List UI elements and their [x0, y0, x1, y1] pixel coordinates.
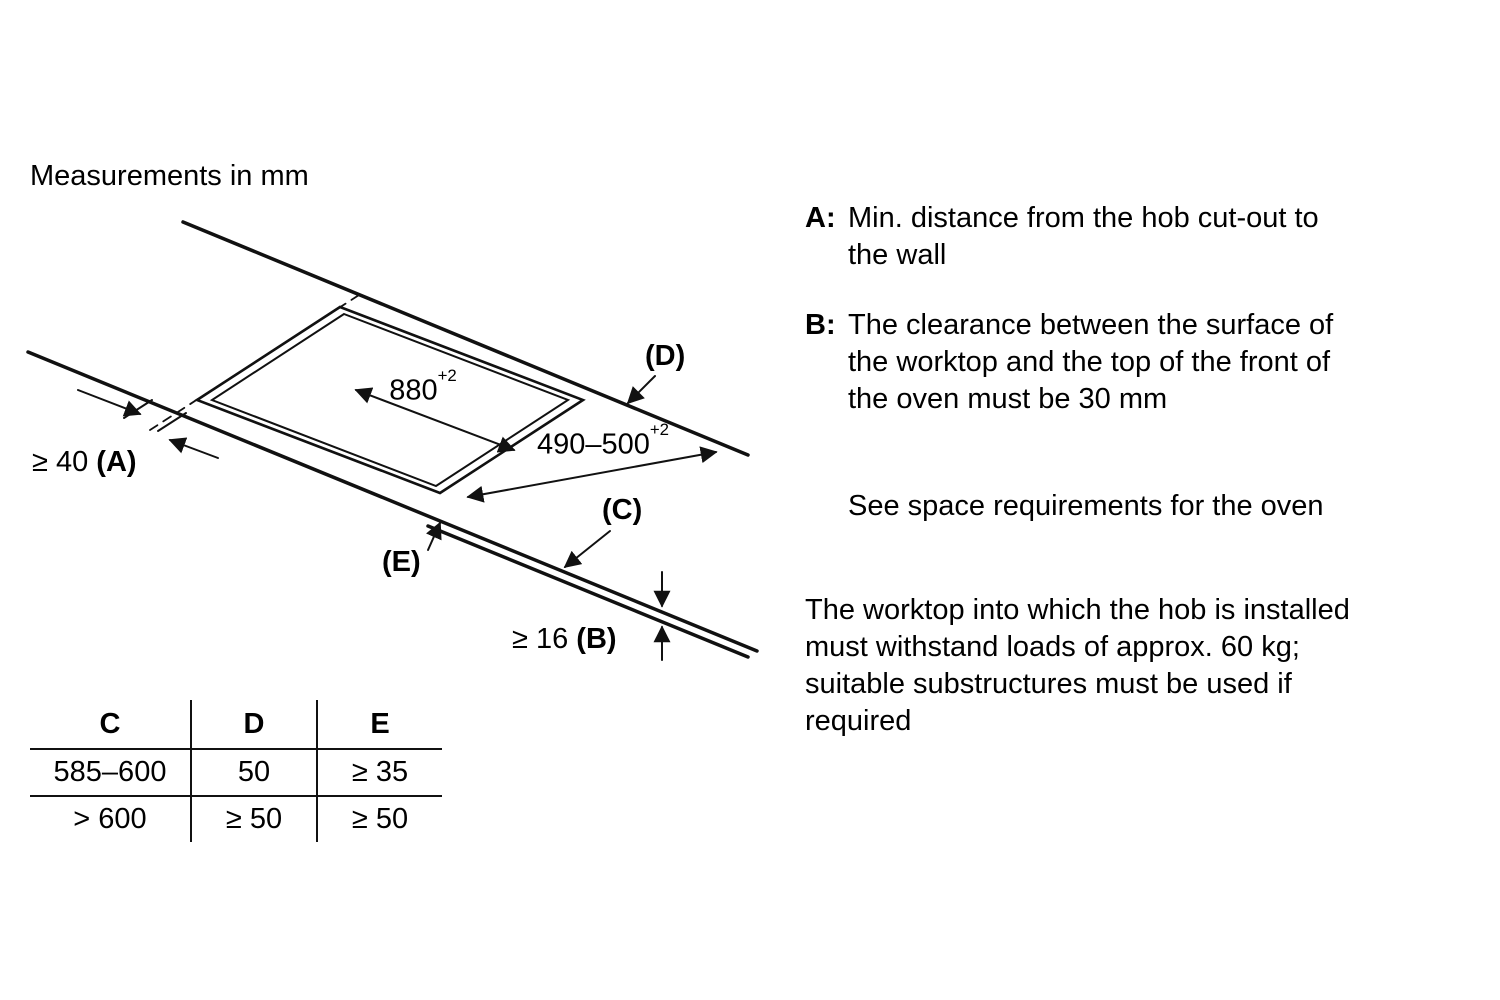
note-a-text: Min. distance from the hob cut-out to th… — [848, 202, 1319, 271]
table-cell-r1c3: ≥ 35 — [318, 750, 442, 797]
cutout-edge-extension-dashed — [149, 294, 360, 431]
dim-a-arrow-left — [77, 389, 142, 417]
label-d: (D) — [645, 340, 686, 372]
label-e: (E) — [382, 546, 421, 578]
page-title: Measurements in mm — [30, 160, 309, 192]
dim-b-label: ≥ 16 (B) — [512, 623, 617, 656]
table-cell-r2c2: ≥ 50 — [190, 797, 318, 842]
dim-a-tick-2 — [157, 412, 187, 432]
label-c: (C) — [602, 494, 643, 526]
note-oven-space-text: See space requirements for the oven — [848, 490, 1324, 522]
note-a: A: Min. distance from the hob cut-out to… — [805, 200, 1485, 274]
label-d-arrow — [626, 375, 656, 405]
table-header-d: D — [190, 700, 318, 750]
table-cell-r1c1: 585–600 — [30, 750, 190, 797]
dim-880-tolerance: +2 — [437, 365, 457, 385]
dim-a-arrow-right — [168, 437, 219, 459]
label-c-arrow — [563, 530, 611, 569]
table-cell-r2c1: > 600 — [73, 803, 147, 835]
note-oven-space: See space requirements for the oven — [805, 488, 1485, 525]
worktop-load-note: The worktop into which the hob is instal… — [805, 594, 1350, 737]
dim-880-label: 880+2 — [368, 366, 478, 408]
note-a-key: A: — [805, 202, 836, 234]
dim-490-500-tolerance: +2 — [649, 419, 670, 439]
dim-b-key: (B) — [576, 623, 617, 655]
dim-a-tick-1 — [123, 399, 153, 419]
dim-a-label: ≥ 40 (A) — [32, 446, 137, 479]
note-b-text: The clearance between the surface of the… — [848, 309, 1334, 415]
table-cell-r2c3: ≥ 50 — [351, 803, 409, 835]
clearance-table: C D E 585–600 50 ≥ 35 > 600 ≥ 50 ≥ 50 — [30, 700, 442, 842]
dim-490-500-label: 490–500+2 — [518, 420, 688, 462]
dim-a-key: (A) — [96, 446, 137, 478]
dim-880-value: 880 — [389, 374, 438, 407]
table-header-c: C — [30, 700, 190, 750]
table-header-e: E — [318, 700, 442, 750]
table-cell-r1c2: 50 — [190, 750, 318, 797]
dim-490-500-value: 490–500 — [536, 428, 650, 461]
note-b: B: The clearance between the surface of … — [805, 307, 1485, 418]
note-b-key: B: — [805, 309, 836, 341]
dim-a-value: ≥ 40 — [32, 446, 89, 478]
dim-b-value: ≥ 16 — [512, 623, 569, 655]
label-e-arrow — [426, 521, 442, 551]
